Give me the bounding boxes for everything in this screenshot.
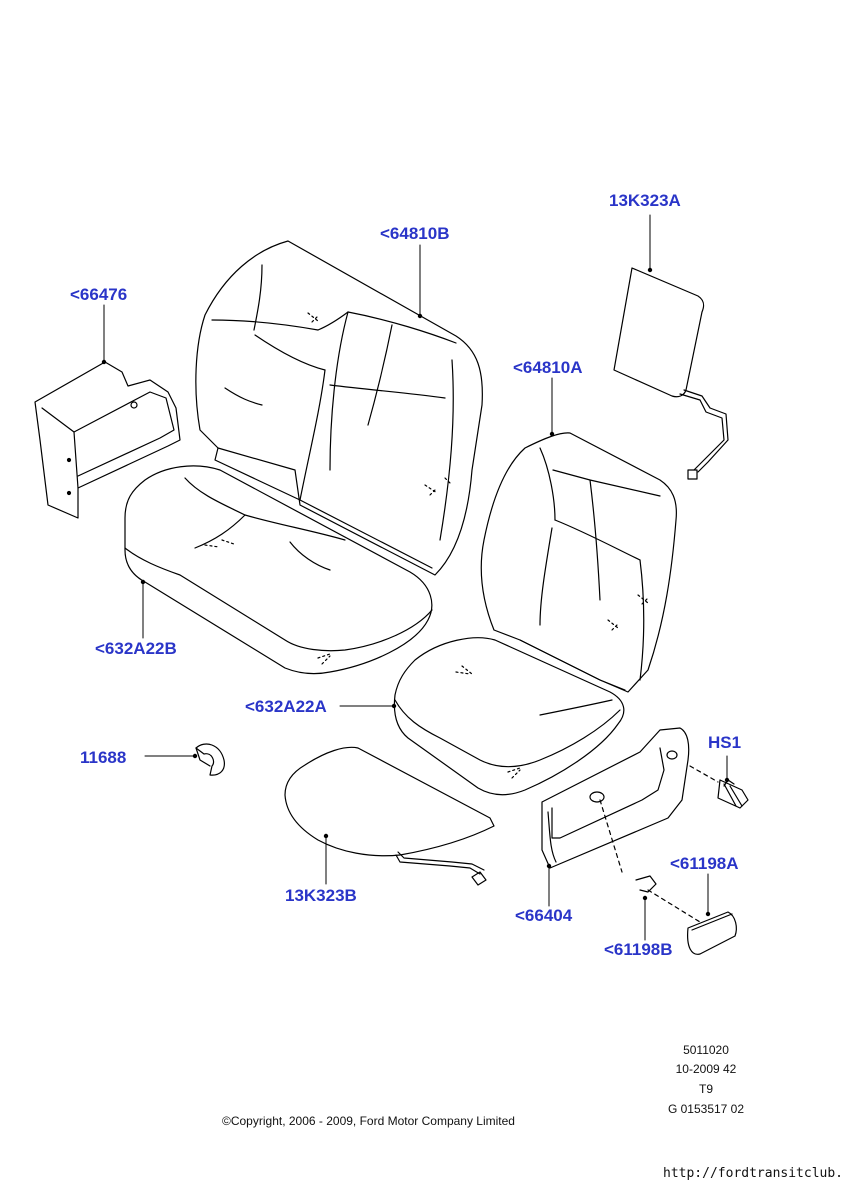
headrest-heater-part[interactable] [614, 268, 728, 479]
label-backrest-double[interactable]: <64810B [380, 224, 450, 243]
clip-part[interactable] [196, 744, 224, 775]
cushion-single-part[interactable] [394, 638, 623, 795]
leader-dots [101, 267, 730, 917]
side-trim-part[interactable] [542, 728, 689, 868]
label-headrest-rear[interactable]: 13K323A [609, 191, 681, 210]
label-side-trim[interactable]: <66404 [515, 906, 573, 925]
backrest-single-part[interactable] [481, 433, 676, 692]
source-url[interactable]: http://fordtransitclub.ru [663, 1166, 843, 1181]
leader-lines [104, 215, 727, 940]
label-side-cover-left[interactable]: <66476 [70, 285, 128, 304]
screw-part[interactable] [690, 766, 748, 808]
meta-date: 10-2009 42 [675, 1062, 737, 1076]
side-cover-left-part[interactable] [35, 362, 180, 518]
label-lever[interactable]: <61198A [670, 854, 739, 873]
label-backrest-single[interactable]: <64810A [513, 358, 583, 377]
copyright-text: ©Copyright, 2006 - 2009, Ford Motor Comp… [222, 1114, 515, 1128]
backrest-double-part[interactable] [196, 241, 483, 575]
lever-clip-part[interactable] [636, 876, 656, 892]
lever-part[interactable] [600, 800, 736, 954]
label-screw[interactable]: HS1 [708, 733, 742, 752]
cushion-double-part[interactable] [125, 466, 432, 674]
label-cushion-double[interactable]: <632A22B [95, 639, 177, 658]
label-cushion-heater[interactable]: 13K323B [285, 886, 357, 905]
label-lever-clip[interactable]: <61198B [604, 940, 673, 959]
label-cushion-single[interactable]: <632A22A [245, 697, 327, 716]
cushion-heater-part[interactable] [285, 747, 494, 885]
meta-illustration-id: G 0153517 02 [667, 1102, 745, 1116]
meta-code: 5011020 [683, 1043, 729, 1057]
meta-model: T9 [698, 1082, 713, 1096]
label-clip[interactable]: 11688 [80, 748, 127, 767]
